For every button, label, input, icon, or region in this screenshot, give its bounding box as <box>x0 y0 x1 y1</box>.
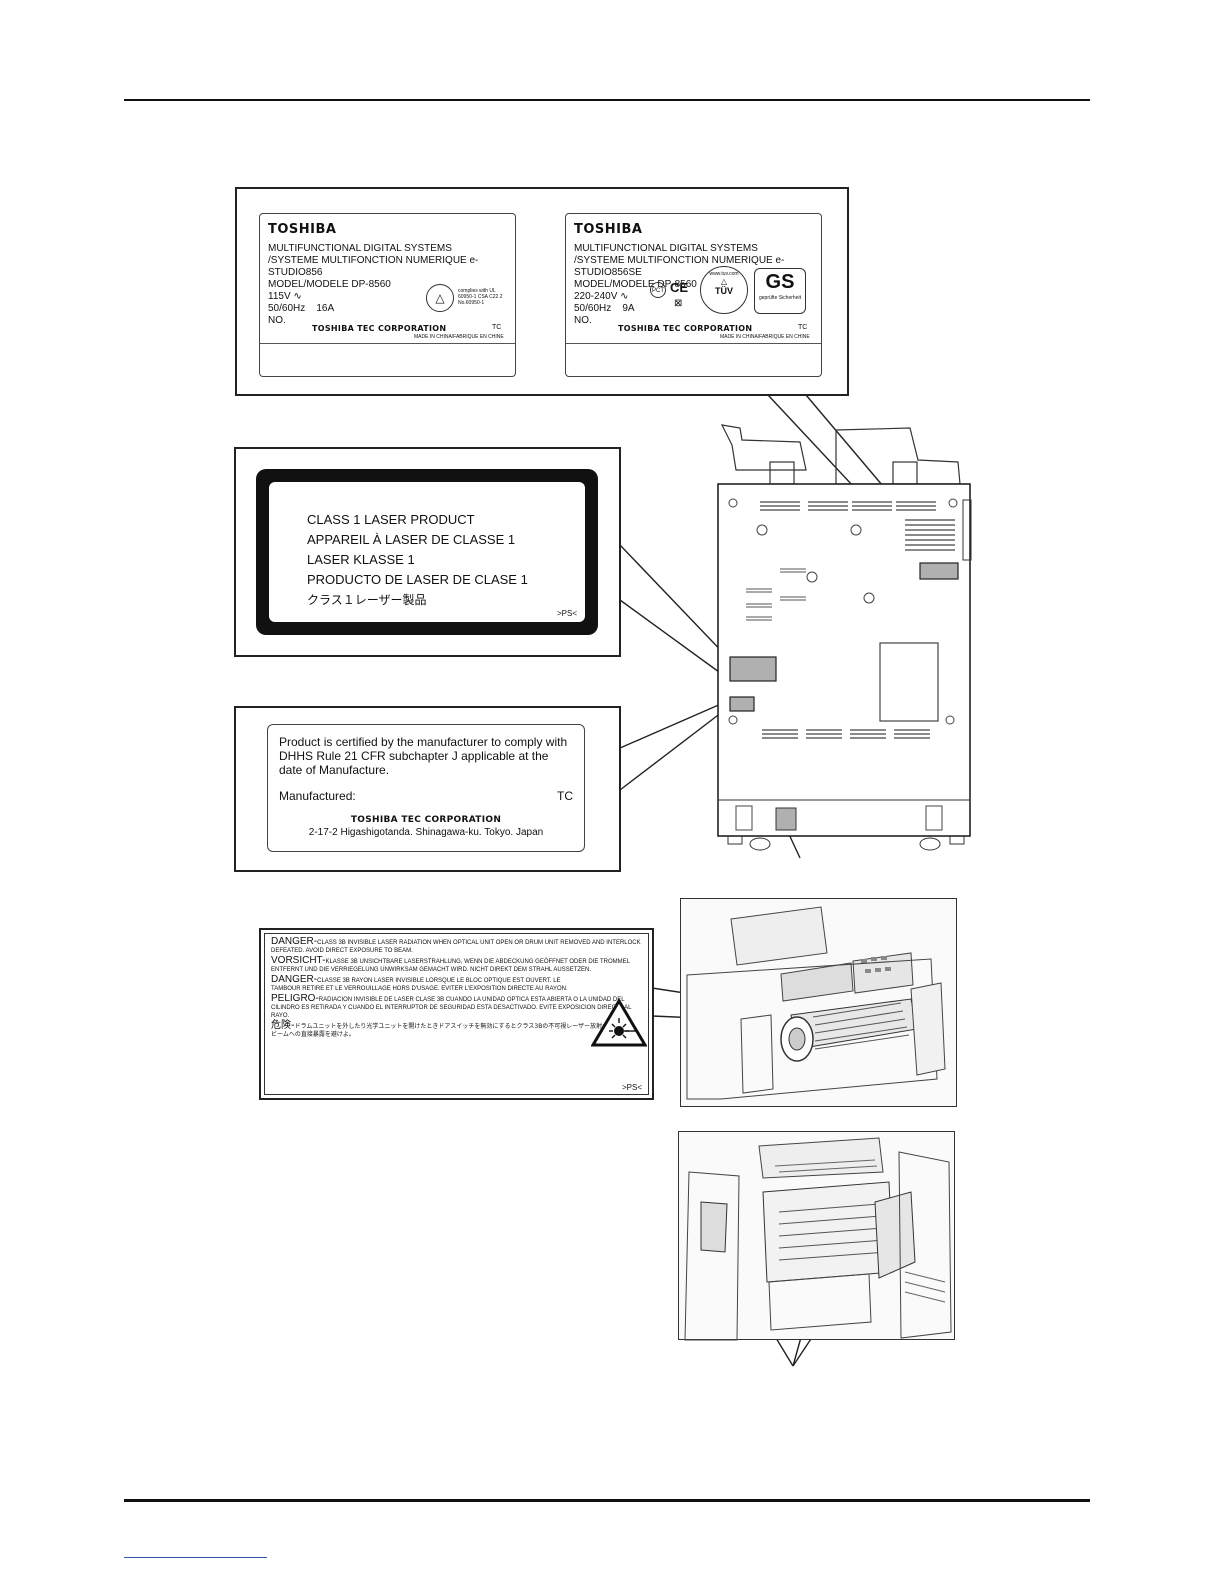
tuv-url: www.tuv.com <box>709 271 739 277</box>
label-divider <box>566 343 821 344</box>
brand-logo: TOSHIBA <box>574 222 643 237</box>
rating-label-eu: TOSHIBA MULTIFUNCTIONAL DIGITAL SYSTEMS … <box>565 213 822 377</box>
transfer-area-illustration <box>684 1137 952 1341</box>
drum-unit-illustration <box>686 906 946 1100</box>
made-in: MADE IN CHINA/FABRIQUE EN CHINE <box>414 334 504 340</box>
ps-code: >PS< <box>556 609 577 618</box>
label-line: MULTIFUNCTIONAL DIGITAL SYSTEMS <box>574 243 758 254</box>
ps-code: >PS< <box>621 1083 642 1092</box>
corp-name: TOSHIBA TEC CORPORATION <box>618 324 753 333</box>
corp-address: 2-17-2 Higashigotanda. Shinagawa-ku. Tok… <box>308 827 544 838</box>
tc-mark: TC <box>492 324 502 331</box>
cert-statement: Product is certified by the manufacturer… <box>279 735 568 777</box>
tc-mark: TC <box>798 324 808 331</box>
label-line: MODEL/MODELE DP-8560 <box>268 279 391 290</box>
laser-class-label: CLASS 1 LASER PRODUCT APPAREIL À LASER D… <box>256 469 598 635</box>
brand-logo: TOSHIBA <box>268 222 337 237</box>
danger-en: DANGER-CLASS 3B INVISIBLE LASER RADIATIO… <box>271 936 641 955</box>
tuv-text: TÜV <box>715 286 733 296</box>
laser-warning-icon <box>591 998 647 1047</box>
frequency-current: 50/60Hz 16A <box>268 303 335 314</box>
laser-class-line: LASER KLASSE 1 <box>307 552 415 567</box>
corp-name: TOSHIBA TEC CORPORATION <box>350 815 502 825</box>
csa-us-icon: △ <box>426 284 454 312</box>
made-in: MADE IN CHINA/FABRIQUE EN CHINE <box>720 334 810 340</box>
laser-class-line: PRODUCTO DE LASER DE CLASE 1 <box>307 572 528 587</box>
photo-drum-unit <box>680 898 957 1107</box>
rating-label-us: TOSHIBA MULTIFUNCTIONAL DIGITAL SYSTEMS … <box>259 213 516 377</box>
serial-no: NO. <box>268 315 286 326</box>
footer-link-underline[interactable] <box>124 1557 267 1558</box>
gs-mark-icon: GS geprüfte Sicherheit <box>754 268 806 314</box>
laser-class-line: CLASS 1 LASER PRODUCT <box>307 512 475 527</box>
manufactured-label: Manufactured: <box>279 789 356 803</box>
corp-name: TOSHIBA TEC CORPORATION <box>312 324 447 333</box>
tc-mark: TC <box>557 789 573 803</box>
label-line: MULTIFUNCTIONAL DIGITAL SYSTEMS <box>268 243 452 254</box>
danger-jp: 危険-ドラムユニットを外したり光学ユニットを開けたときドアスイッチを無効にすると… <box>271 1020 639 1039</box>
ce-mark-icon: CE <box>670 280 689 295</box>
gs-text: GS <box>765 271 795 293</box>
footer-rule <box>124 1499 1090 1502</box>
danger-fr: DANGER-CLASSE 3B RAYON LASER INVISIBLE L… <box>271 974 568 993</box>
voltage: 220-240V ∿ <box>574 291 629 302</box>
certification-label: Product is certified by the manufacturer… <box>267 724 585 852</box>
danger-es: PELIGRO-RADIACION INVISIBLE DE LASER CLA… <box>271 993 632 1020</box>
serial-no: NO. <box>574 315 592 326</box>
pct-icon: PCT <box>650 282 666 298</box>
weee-bin-icon: ⊠ <box>674 298 683 309</box>
gs-sub-text: geprüfte Sicherheit <box>759 295 801 301</box>
voltage: 115V ∿ <box>268 291 302 302</box>
frequency-current: 50/60Hz 9A <box>574 303 635 314</box>
danger-de: VORSICHT-KLASSE 3B UNSICHTBARE LASERSTRA… <box>271 955 630 974</box>
laser-class-line: クラス１レーザー製品 <box>307 593 427 607</box>
label-line: MODEL/MODELE DP-8560 <box>574 279 697 290</box>
label-divider <box>260 343 515 344</box>
photo-transfer-area <box>678 1131 955 1341</box>
cert-text: complies with UL 60950-1 CSA C22.2 No.60… <box>458 288 503 306</box>
danger-label: DANGER-CLASS 3B INVISIBLE LASER RADIATIO… <box>259 928 654 1100</box>
manufactured-row: Manufactured: TC <box>279 789 573 803</box>
label-line: /SYSTEME MULTIFONCTION NUMERIQUE e-STUDI… <box>574 255 785 278</box>
header-rule <box>124 99 1090 101</box>
label-line: /SYSTEME MULTIFONCTION NUMERIQUE e-STUDI… <box>268 255 479 278</box>
tuv-seal-icon: www.tuv.com △ TÜV <box>700 266 748 314</box>
laser-class-line: APPAREIL À LASER DE CLASSE 1 <box>307 532 516 547</box>
